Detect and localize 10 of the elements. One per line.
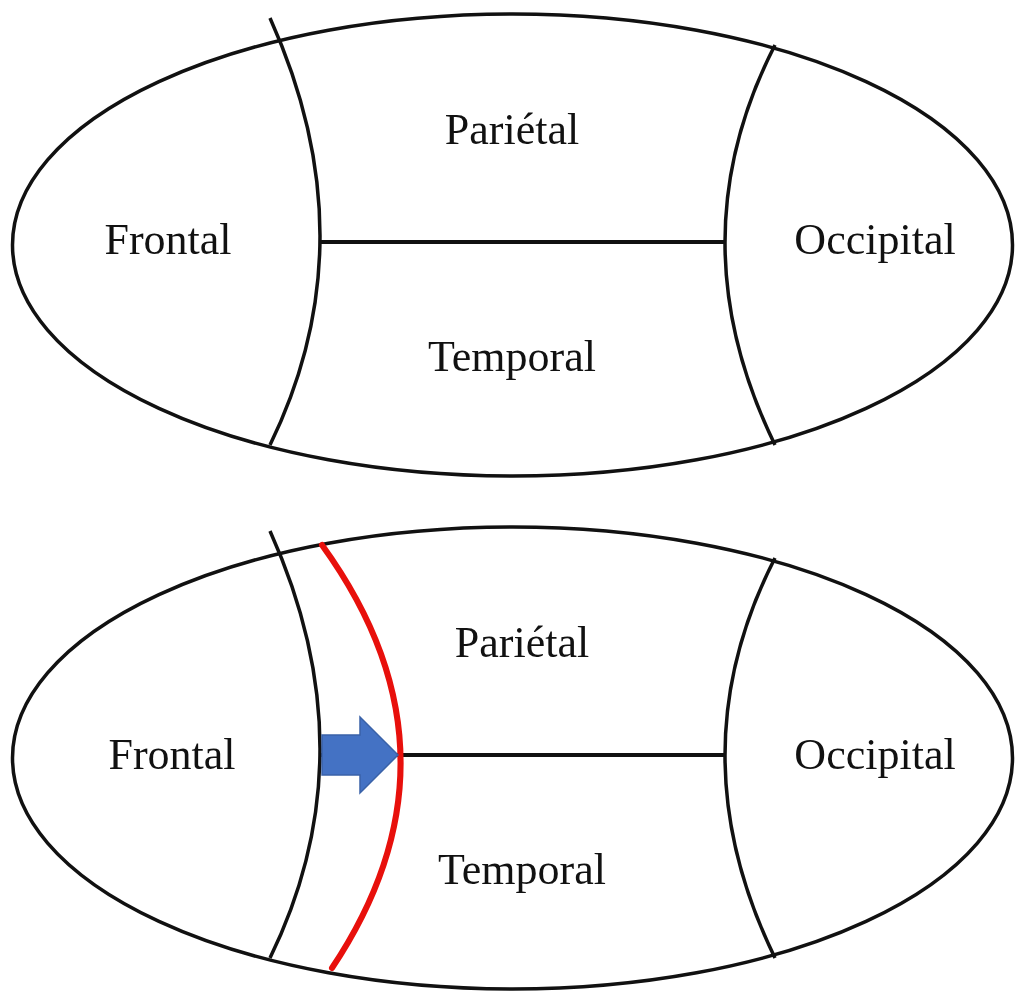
lobe-label: Occipital	[794, 727, 956, 783]
lobe-label: Occipital	[794, 212, 956, 268]
brain-outline	[10, 525, 1015, 991]
lobe-label: Pariétal	[454, 615, 590, 671]
lobe-label: Frontal	[108, 727, 236, 783]
lobe-label: Temporal	[438, 842, 606, 898]
lobe-label: Pariétal	[444, 102, 580, 158]
brain-outline	[10, 12, 1015, 478]
lobe-label: Temporal	[428, 329, 596, 385]
lobe-label: Frontal	[104, 212, 232, 268]
